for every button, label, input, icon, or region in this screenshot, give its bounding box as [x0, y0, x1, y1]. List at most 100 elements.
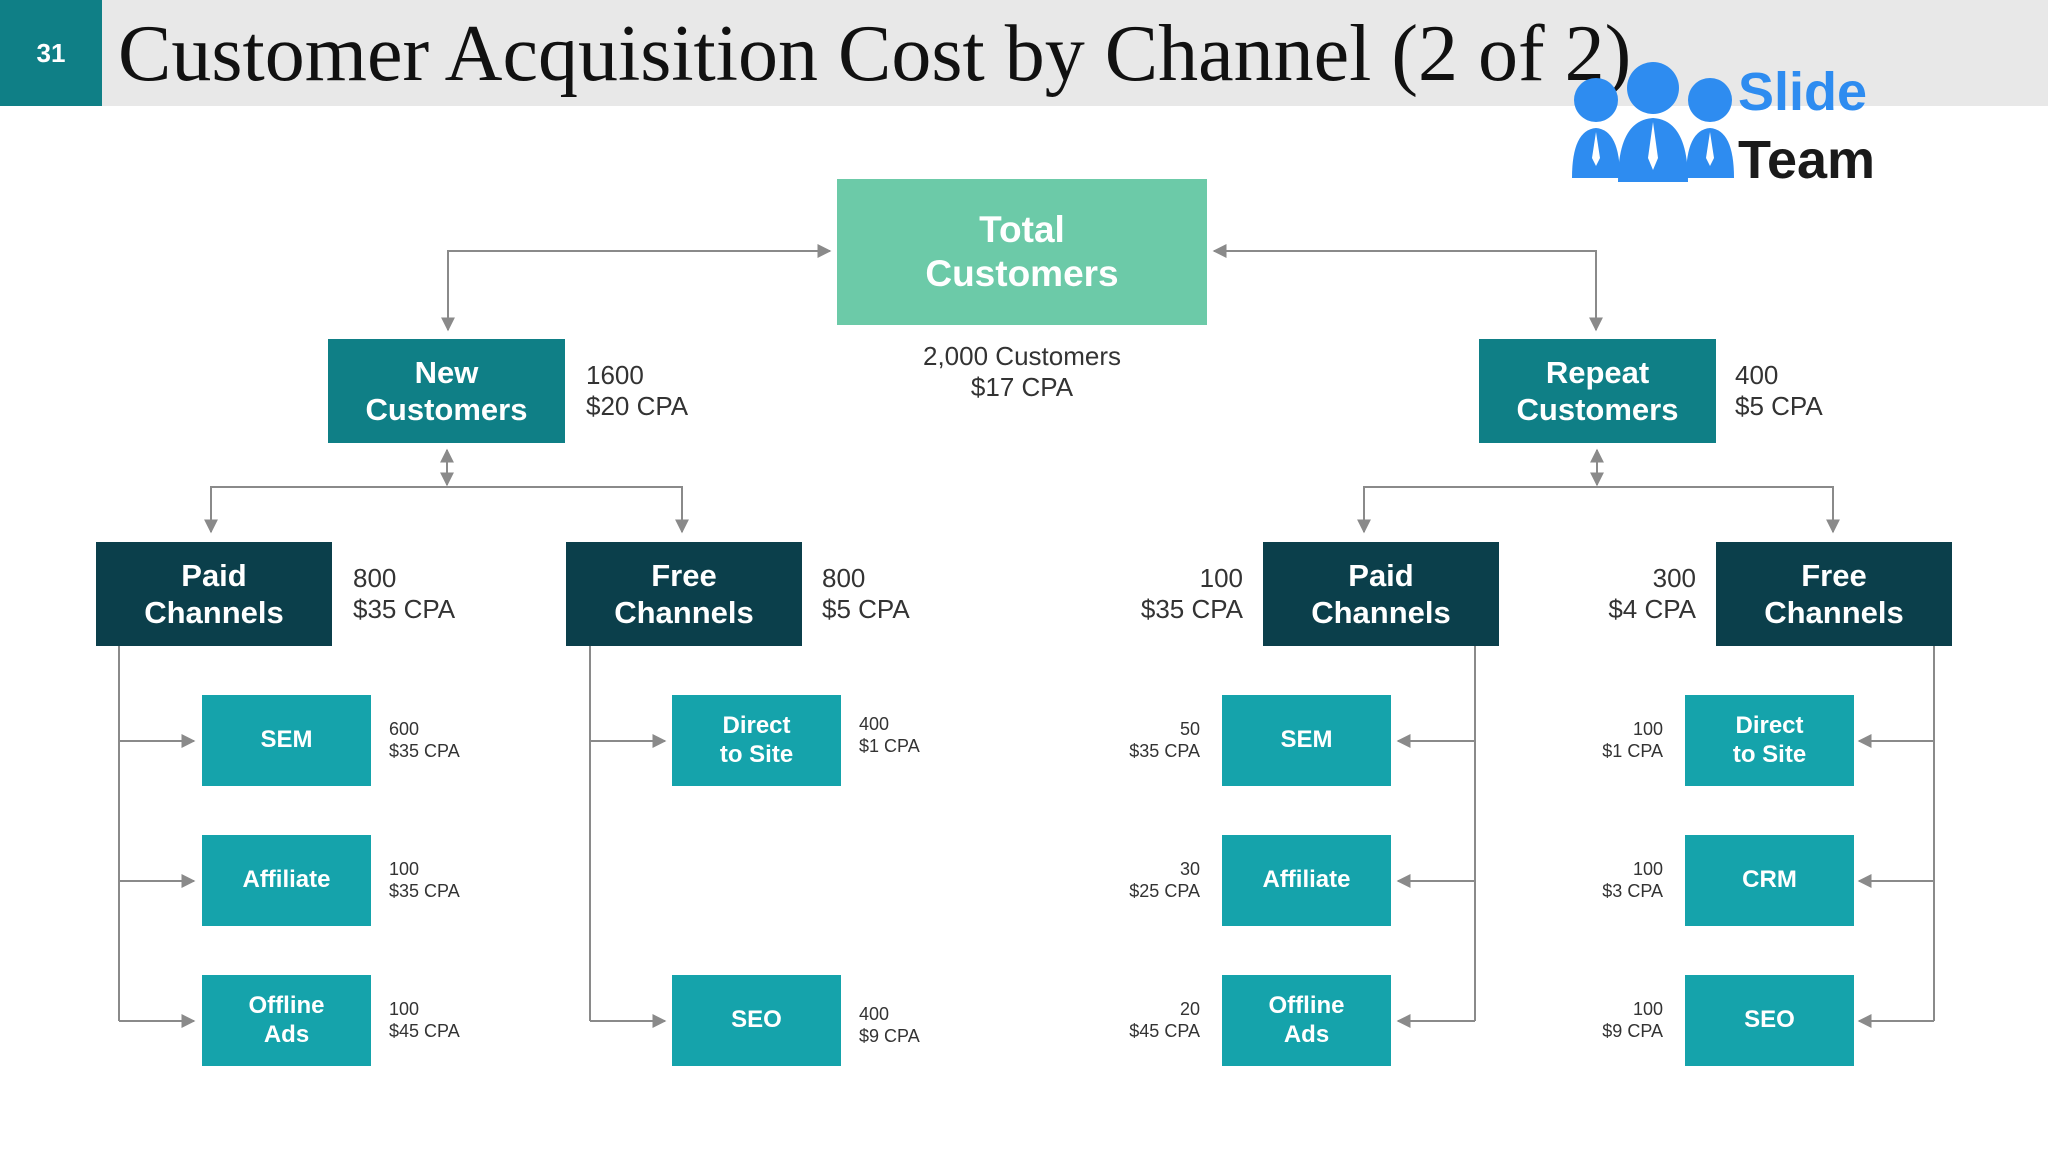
node-label-line2: Channels [1764, 595, 1904, 630]
note-new-free-direct-to-site: 400$1 CPA [859, 713, 920, 757]
note-repeat-paid-channels: 100 $35 CPA [1100, 563, 1243, 625]
note-count: 100 [1199, 563, 1243, 593]
note-repeat-paid-sem: 50$35 CPA [1100, 718, 1200, 762]
note-cpa: $9 CPA [1602, 1021, 1663, 1041]
note-count: 100 [1632, 719, 1663, 739]
note-count: 300 [1652, 563, 1696, 593]
leaf-repeat-free-seo: SEO [1685, 975, 1854, 1066]
note-count: 800 [353, 563, 397, 593]
note-new-paid-channels: 800 $35 CPA [353, 563, 455, 625]
leaf-label-line1: Offline [1268, 991, 1345, 1019]
node-label-line2: Customers [1516, 392, 1679, 427]
node-repeat-paid-channels: Paid Channels [1263, 542, 1499, 646]
note-count: 2,000 Customers [923, 341, 1121, 371]
node-label-line2: Channels [614, 595, 754, 630]
leaf-label-line1: Offline [248, 991, 325, 1019]
node-label-line2: Customers [925, 253, 1119, 294]
note-count: 30 [1179, 859, 1200, 879]
logo-word-slide: Slide [1738, 62, 1868, 122]
note-count: 400 [1735, 360, 1779, 390]
leaf-label-line2: to Site [1732, 740, 1807, 768]
node-repeat-customers: Repeat Customers [1479, 339, 1716, 443]
leaf-new-paid-sem: SEM [202, 695, 371, 786]
note-total-customers: 2,000 Customers $17 CPA [877, 341, 1167, 403]
note-count: 100 [1632, 859, 1663, 879]
node-label-line1: Paid [181, 557, 247, 593]
node-label-line2: Channels [144, 595, 284, 630]
node-new-free-channels: Free Channels [566, 542, 802, 646]
note-new-paid-affiliate: 100$35 CPA [389, 858, 460, 902]
node-label-line1: Total [979, 208, 1065, 250]
node-label-line2: Customers [365, 392, 528, 427]
leaf-label-line2: Ads [263, 1020, 310, 1048]
note-count: 100 [389, 999, 420, 1019]
leaf-new-free-seo: SEO [672, 975, 841, 1066]
note-cpa: $1 CPA [859, 736, 920, 756]
note-cpa: $35 CPA [389, 741, 460, 761]
note-new-free-seo: 400$9 CPA [859, 1003, 920, 1047]
leaf-repeat-free-crm: CRM [1685, 835, 1854, 926]
note-cpa: $4 CPA [1608, 594, 1696, 624]
note-cpa: $5 CPA [1735, 391, 1823, 421]
note-cpa: $5 CPA [822, 594, 910, 624]
leaf-label-line1: CRM [1742, 866, 1797, 894]
node-label-line1: Paid [1348, 557, 1414, 593]
node-label-line1: Free [651, 557, 717, 593]
node-label-line2: Channels [1311, 595, 1451, 630]
note-cpa: $17 CPA [970, 372, 1074, 402]
note-cpa: $35 CPA [1140, 594, 1243, 624]
note-count: 800 [822, 563, 866, 593]
note-cpa: $45 CPA [389, 1021, 460, 1041]
note-count: 400 [859, 714, 890, 734]
leaf-label-line1: Affiliate [1262, 866, 1351, 894]
note-repeat-free-crm: 100$3 CPA [1563, 858, 1663, 902]
leaf-label-line1: Direct [1735, 711, 1804, 739]
note-count: 50 [1179, 719, 1200, 739]
leaf-label-line1: Affiliate [242, 866, 331, 894]
note-count: 100 [389, 859, 420, 879]
leaf-label-line2: Ads [1283, 1020, 1330, 1048]
note-cpa: $35 CPA [353, 594, 456, 624]
slide-title: Customer Acquisition Cost by Channel (2 … [118, 10, 1632, 98]
note-cpa: $35 CPA [389, 881, 460, 901]
note-new-paid-sem: 600$35 CPA [389, 718, 460, 762]
note-count: 400 [859, 1004, 890, 1024]
leaf-label-line1: Direct [722, 711, 791, 739]
node-label-line1: New [414, 354, 479, 390]
note-repeat-paid-offline-ads: 20$45 CPA [1100, 998, 1200, 1042]
node-new-customers: New Customers [328, 339, 565, 443]
note-count: 100 [1632, 999, 1663, 1019]
note-repeat-free-direct-to-site: 100$1 CPA [1563, 718, 1663, 762]
leaf-label-line1: SEM [260, 726, 313, 754]
note-cpa: $1 CPA [1602, 741, 1663, 761]
note-new-customers: 1600 $20 CPA [586, 360, 688, 422]
node-repeat-free-channels: Free Channels [1716, 542, 1952, 646]
node-label-line1: Free [1801, 557, 1867, 593]
note-cpa: $35 CPA [1129, 741, 1200, 761]
slideteam-logo: Slide Team [1568, 58, 1898, 198]
note-count: 600 [389, 719, 420, 739]
note-cpa: $45 CPA [1129, 1021, 1200, 1041]
slide-number: 31 [0, 0, 102, 106]
people-icon [1572, 62, 1734, 182]
leaf-label-line1: SEO [1744, 1006, 1795, 1034]
note-count: 20 [1179, 999, 1200, 1019]
note-repeat-customers: 400 $5 CPA [1735, 360, 1823, 422]
note-cpa: $25 CPA [1129, 881, 1200, 901]
leaf-label-line1: SEM [1280, 726, 1333, 754]
note-count: 1600 [586, 360, 644, 390]
node-new-paid-channels: Paid Channels [96, 542, 332, 646]
note-cpa: $20 CPA [586, 391, 689, 421]
note-cpa: $3 CPA [1602, 881, 1663, 901]
note-repeat-free-seo: 100$9 CPA [1563, 998, 1663, 1042]
leaf-label-line1: SEO [731, 1006, 782, 1034]
node-total-customers: Total Customers [837, 179, 1207, 325]
note-repeat-free-channels: 300 $4 CPA [1556, 563, 1696, 625]
leaf-label-line2: to Site [719, 740, 794, 768]
leaf-repeat-paid-affiliate: Affiliate [1222, 835, 1391, 926]
